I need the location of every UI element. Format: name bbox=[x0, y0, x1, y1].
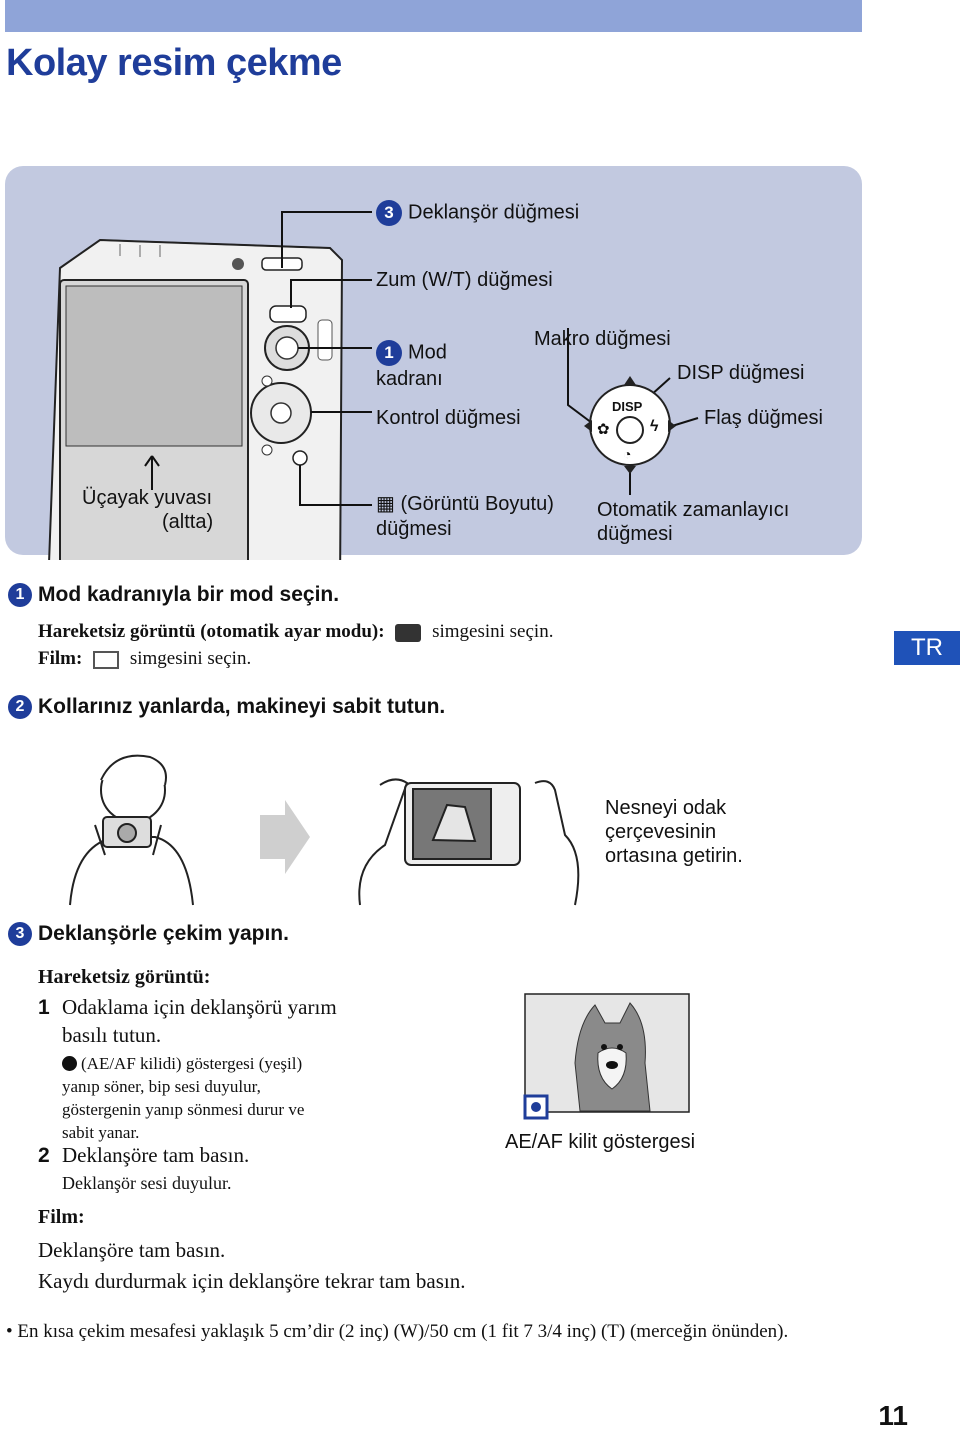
item-text: Odaklama için deklanşörü yarım bbox=[62, 995, 337, 1019]
camera-diagram bbox=[48, 211, 699, 560]
step2-heading: 2 Kollarınız yanlarda, makineyi sabit tut… bbox=[8, 695, 446, 720]
step3-note: (AE/AF kilidi) göstergesi (yeşil) bbox=[62, 1052, 302, 1075]
macro-icon: ✿ bbox=[597, 421, 610, 438]
step3-movie-line2: Kaydı durdurmak için deklanşöre tekrar t… bbox=[38, 1269, 466, 1293]
label-control-button: Kontrol düğmesi bbox=[376, 407, 521, 429]
movie-icon bbox=[93, 650, 120, 669]
step-badge: 3 bbox=[376, 200, 402, 226]
image-size-icon: ▦ bbox=[376, 493, 395, 515]
step3-item1: 1 Odaklama için deklanşörü yarım bbox=[38, 993, 337, 1022]
label-image-size-button: ▦ (Görüntü Boyutu) bbox=[376, 492, 554, 516]
header-bar bbox=[5, 0, 862, 32]
step-badge: 1 bbox=[8, 583, 32, 608]
step3-note-line4: sabit yanar. bbox=[62, 1123, 140, 1142]
step1-heading: 1 Mod kadranıyla bir mod seçin. bbox=[8, 583, 340, 608]
step3-movie-line1: Deklanşöre tam basın. bbox=[38, 1238, 226, 1262]
label-flash-button: Flaş düğmesi bbox=[704, 407, 823, 429]
step-badge: 1 bbox=[376, 340, 402, 366]
page-title: Kolay resim çekme bbox=[6, 42, 342, 84]
movie-label: Film: bbox=[38, 648, 83, 669]
step3-heading: 3 Deklanşörle çekim yapın. bbox=[8, 922, 289, 947]
label-shutter-button: 3 Deklanşör düğmesi bbox=[376, 200, 579, 226]
step-heading-text: Deklanşörle çekim yapın. bbox=[38, 922, 289, 945]
step1-movie-line: Film: simgesini seçin. bbox=[38, 648, 251, 670]
step3-item1-line2: basılı tutun. bbox=[62, 1023, 162, 1047]
step2-caption-line2: çerçevesinin bbox=[605, 821, 717, 843]
label-disp-button: DISP düğmesi bbox=[677, 362, 805, 384]
label-zoom-button: Zum (W/T) düğmesi bbox=[376, 269, 553, 291]
step3-movie-label: Film: bbox=[38, 1206, 85, 1228]
item-number: 1 bbox=[38, 996, 50, 1019]
holding-camera-illustration bbox=[69, 754, 580, 906]
bullet-icon: • bbox=[6, 1321, 18, 1342]
note-text: (AE/AF kilidi) göstergesi (yeşil) bbox=[81, 1054, 303, 1073]
viewfinder-illustration bbox=[523, 993, 690, 1120]
step3-item2-sub: Deklanşör sesi duyulur. bbox=[62, 1173, 232, 1193]
camera-icon bbox=[395, 623, 422, 642]
label-image-size-line2: düğmesi bbox=[376, 518, 452, 540]
step2-caption-line1: Nesneyi odak bbox=[605, 797, 727, 819]
camera-body-illustration bbox=[48, 238, 344, 560]
step3-item2: 2 Deklanşöre tam basın. bbox=[38, 1141, 249, 1170]
ae-af-lock-caption: AE/AF kilit göstergesi bbox=[505, 1131, 696, 1153]
page-number: 11 bbox=[878, 1400, 908, 1431]
label-mode-dial-line2: kadranı bbox=[376, 368, 443, 390]
leader-lines bbox=[144, 211, 699, 506]
item-text: Deklanşöre tam basın. bbox=[62, 1143, 250, 1167]
label-self-timer-button: Otomatik zamanlayıcı bbox=[597, 499, 790, 521]
flash-icon: ϟ bbox=[650, 418, 659, 435]
label-text: Deklanşör düğmesi bbox=[408, 201, 580, 224]
step-badge: 2 bbox=[8, 695, 32, 720]
step-heading-text: Kollarınız yanlarda, makineyi sabit tutu… bbox=[38, 695, 446, 718]
step3-still-label: Hareketsiz görüntü: bbox=[38, 966, 211, 988]
dog-photo-icon bbox=[574, 1002, 651, 1112]
label-macro-button: Makro düğmesi bbox=[534, 328, 671, 350]
step-badge: 3 bbox=[8, 922, 32, 947]
label-self-timer-line2: düğmesi bbox=[597, 523, 673, 545]
label-mode-dial: 1 Mod bbox=[376, 340, 447, 366]
label-text: (Görüntü Boyutu) bbox=[400, 493, 554, 515]
language-tab: TR bbox=[894, 631, 960, 665]
step1-still-line: Hareketsiz görüntü (otomatik ayar modu):… bbox=[38, 621, 553, 643]
self-timer-icon: ◔ bbox=[623, 446, 632, 462]
label-text: Mod bbox=[408, 341, 447, 364]
footnote: • En kısa çekim mesafesi yaklaşık 5 cm’d… bbox=[6, 1321, 788, 1343]
step3-note-line3: göstergenin yanıp sönmesi durur ve bbox=[62, 1100, 305, 1119]
step-heading-text: Mod kadranıyla bir mod seçin. bbox=[38, 583, 340, 606]
label-tripod-socket-line2: (altta) bbox=[162, 511, 214, 533]
control-dial-illustration bbox=[584, 376, 676, 474]
movie-text: simgesini seçin. bbox=[129, 648, 252, 669]
still-text: simgesini seçin. bbox=[432, 621, 554, 642]
disp-glyph: DISP bbox=[612, 399, 643, 414]
indicator-dot-icon bbox=[62, 1056, 77, 1071]
step2-caption-line3: ortasına getirin. bbox=[605, 845, 743, 867]
step3-note-line2: yanıp söner, bip sesi duyulur, bbox=[62, 1077, 261, 1096]
still-label: Hareketsiz görüntü (otomatik ayar modu): bbox=[38, 621, 385, 642]
label-tripod-socket: Üçayak yuvası bbox=[82, 487, 213, 509]
item-number: 2 bbox=[38, 1144, 50, 1167]
footnote-text: En kısa çekim mesafesi yaklaşık 5 cm’dir… bbox=[17, 1321, 789, 1342]
